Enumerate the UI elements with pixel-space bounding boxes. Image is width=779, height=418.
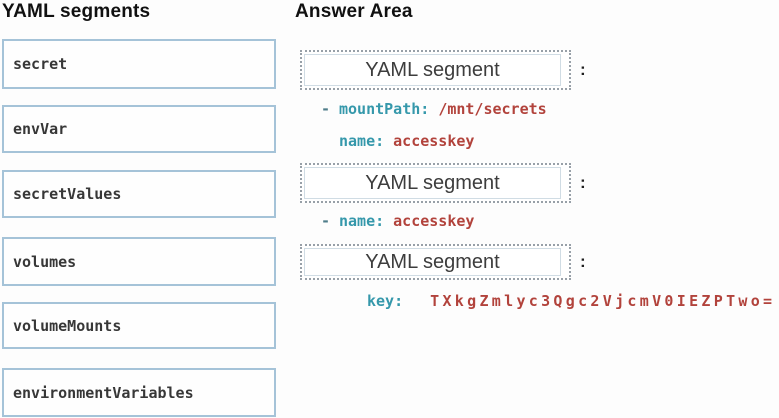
yaml-value: accesskey (393, 212, 475, 230)
answer-slot-2[interactable]: YAML segment (300, 163, 571, 203)
option-label: secretValues (13, 185, 122, 203)
option-volumes[interactable]: volumes (2, 237, 276, 286)
yaml-value: TXkgZmlyc3Qgc2VjcmV0IEZPTwo= (430, 292, 776, 310)
yaml-code-line: -name: accesskey (321, 212, 474, 231)
slot-colon: : (580, 173, 586, 192)
yaml-code-line: -mountPath: /mnt/secrets (321, 100, 547, 119)
yaml-key: key: (367, 292, 404, 310)
option-volumemounts[interactable]: volumeMounts (2, 302, 276, 349)
option-label: volumeMounts (13, 316, 122, 335)
option-label: envVar (13, 120, 68, 138)
answer-slot-placeholder: YAML segment (304, 248, 561, 276)
answer-slot-placeholder: YAML segment (304, 167, 561, 199)
slot-colon: : (580, 60, 586, 79)
yaml-segments-heading: YAML segments (2, 1, 151, 22)
option-label: secret (13, 55, 68, 73)
option-secret[interactable]: secret (2, 39, 276, 89)
yaml-key: mountPath: (339, 100, 430, 118)
yaml-key: name: (339, 132, 385, 150)
yaml-code-line: name: accesskey (321, 132, 474, 151)
yaml-key: name: (339, 212, 385, 230)
answer-slot-3[interactable]: YAML segment (300, 244, 571, 280)
yaml-code-line: key: TXkgZmlyc3Qgc2VjcmV0IEZPTwo= (349, 292, 775, 311)
option-envvar[interactable]: envVar (2, 105, 276, 153)
answer-slot-placeholder: YAML segment (304, 54, 561, 86)
option-label: volumes (13, 252, 77, 271)
yaml-dash: - (321, 100, 331, 118)
yaml-value: /mnt/secrets (438, 100, 547, 118)
option-environmentvariables[interactable]: environmentVariables (2, 368, 276, 417)
answer-area-heading: Answer Area (295, 1, 413, 22)
yaml-value: accesskey (393, 132, 475, 150)
option-secretvalues[interactable]: secretValues (2, 170, 276, 218)
yaml-dash: - (321, 212, 331, 230)
answer-slot-1[interactable]: YAML segment (300, 50, 571, 90)
slot-colon: : (580, 252, 586, 271)
option-label: environmentVariables (13, 383, 194, 402)
